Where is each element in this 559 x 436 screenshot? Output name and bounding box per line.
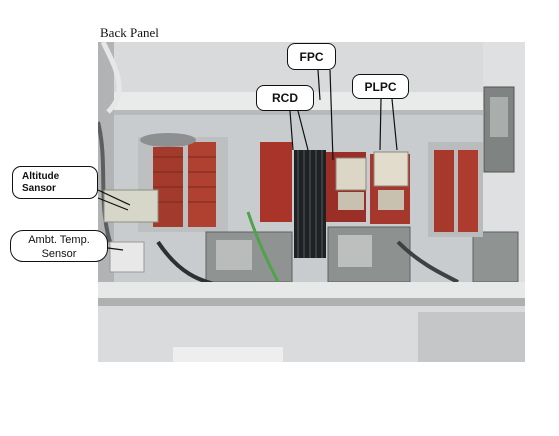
fpc-label: FPC (299, 49, 324, 64)
back-panel-illustration (98, 42, 525, 362)
altitude-sensor-label-line2: Sansor (22, 183, 56, 194)
altitude-sensor-callout: Altitude Sansor (12, 166, 98, 199)
ambient-sensor-label-line1: Ambt. Temp. (28, 234, 90, 246)
ambient-temp-sensor-callout: Ambt. Temp. Sensor (10, 230, 108, 262)
plpc-callout: PLPC (352, 74, 409, 99)
rcd-callout: RCD (256, 85, 314, 111)
ambient-sensor-label-line2: Sensor (41, 248, 77, 260)
altitude-sensor-label-line1: Altitude (22, 171, 60, 182)
plpc-label: PLPC (364, 79, 397, 94)
rcd-label: RCD (272, 91, 298, 105)
page-caption: Back Panel (100, 25, 159, 40)
fpc-callout: FPC (287, 43, 336, 70)
